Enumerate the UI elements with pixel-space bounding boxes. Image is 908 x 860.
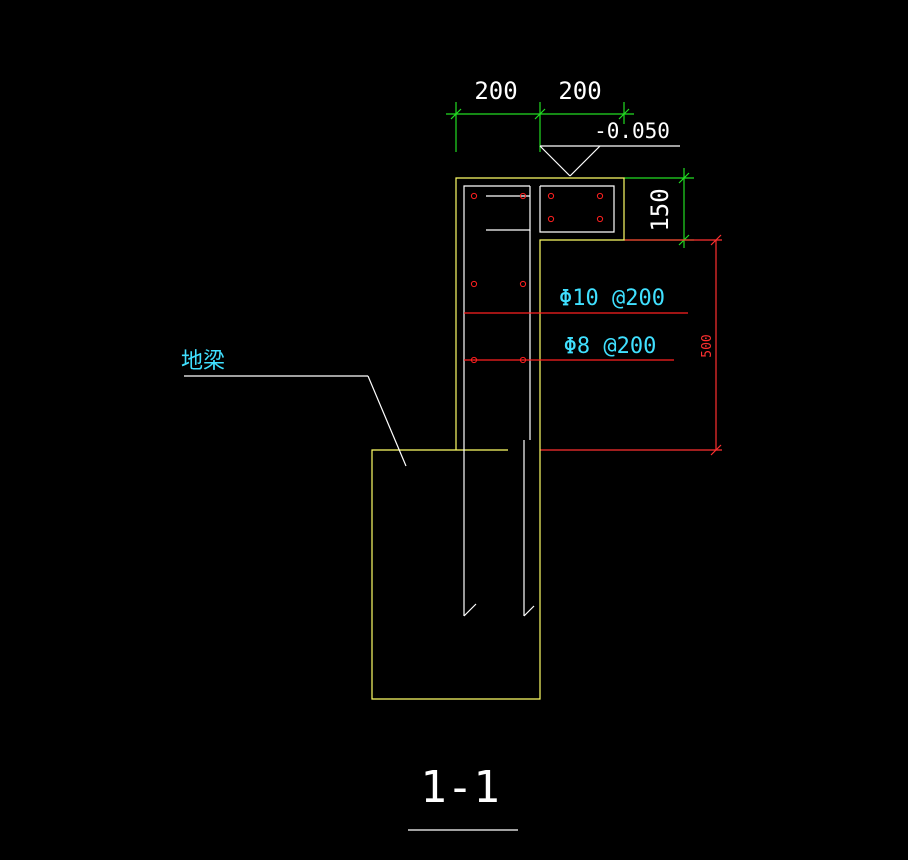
rebar-horizontal-label: Φ10 @200 xyxy=(559,286,665,311)
dim-ledge-150: 150 xyxy=(646,188,674,231)
dim-top-right-200: 200 xyxy=(558,77,601,105)
dim-wall-500: 500 xyxy=(700,334,715,357)
rebar-cage xyxy=(463,185,615,617)
elevation-symbol xyxy=(539,145,680,177)
ground-beam-leader xyxy=(184,375,407,467)
top-dimension xyxy=(446,102,634,152)
section-title: 1-1 xyxy=(420,762,499,813)
rebar-vertical-label: Φ8 @200 xyxy=(564,334,657,359)
rebar-dots xyxy=(470,192,604,364)
rebar-leaders xyxy=(464,312,688,361)
elevation-label: -0.050 xyxy=(594,119,670,143)
ground-beam-label: 地梁 xyxy=(181,349,225,374)
wall-height-dimension xyxy=(540,234,722,456)
concrete-outline xyxy=(371,177,625,700)
dim-top-left-200: 200 xyxy=(474,77,517,105)
